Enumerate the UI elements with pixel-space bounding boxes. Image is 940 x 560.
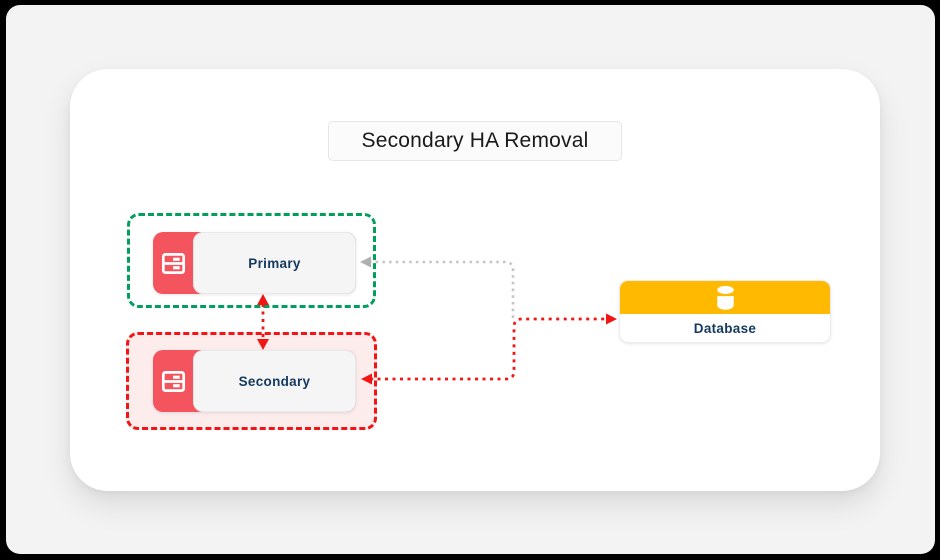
diagram-title-text: Secondary HA Removal <box>361 129 589 152</box>
primary-node-accent-tab <box>153 232 193 294</box>
canvas-background: Secondary HA Removal <box>6 5 935 554</box>
database-node-body: Database <box>620 314 830 342</box>
secondary-node: Secondary <box>153 350 356 412</box>
database-icon <box>716 285 734 310</box>
primary-node: Primary <box>153 232 356 294</box>
primary-node-body: Primary <box>193 232 356 294</box>
secondary-node-label: Secondary <box>238 373 311 389</box>
secondary-node-accent-tab <box>153 350 193 412</box>
primary-ha-group <box>127 213 376 308</box>
server-icon <box>161 370 185 392</box>
secondary-node-body: Secondary <box>193 350 356 412</box>
database-node-header <box>620 281 830 314</box>
primary-node-label: Primary <box>248 255 301 271</box>
diagram-title: Secondary HA Removal <box>328 121 622 161</box>
database-node: Database <box>619 280 831 343</box>
database-node-label: Database <box>693 321 757 336</box>
server-icon <box>161 252 185 274</box>
